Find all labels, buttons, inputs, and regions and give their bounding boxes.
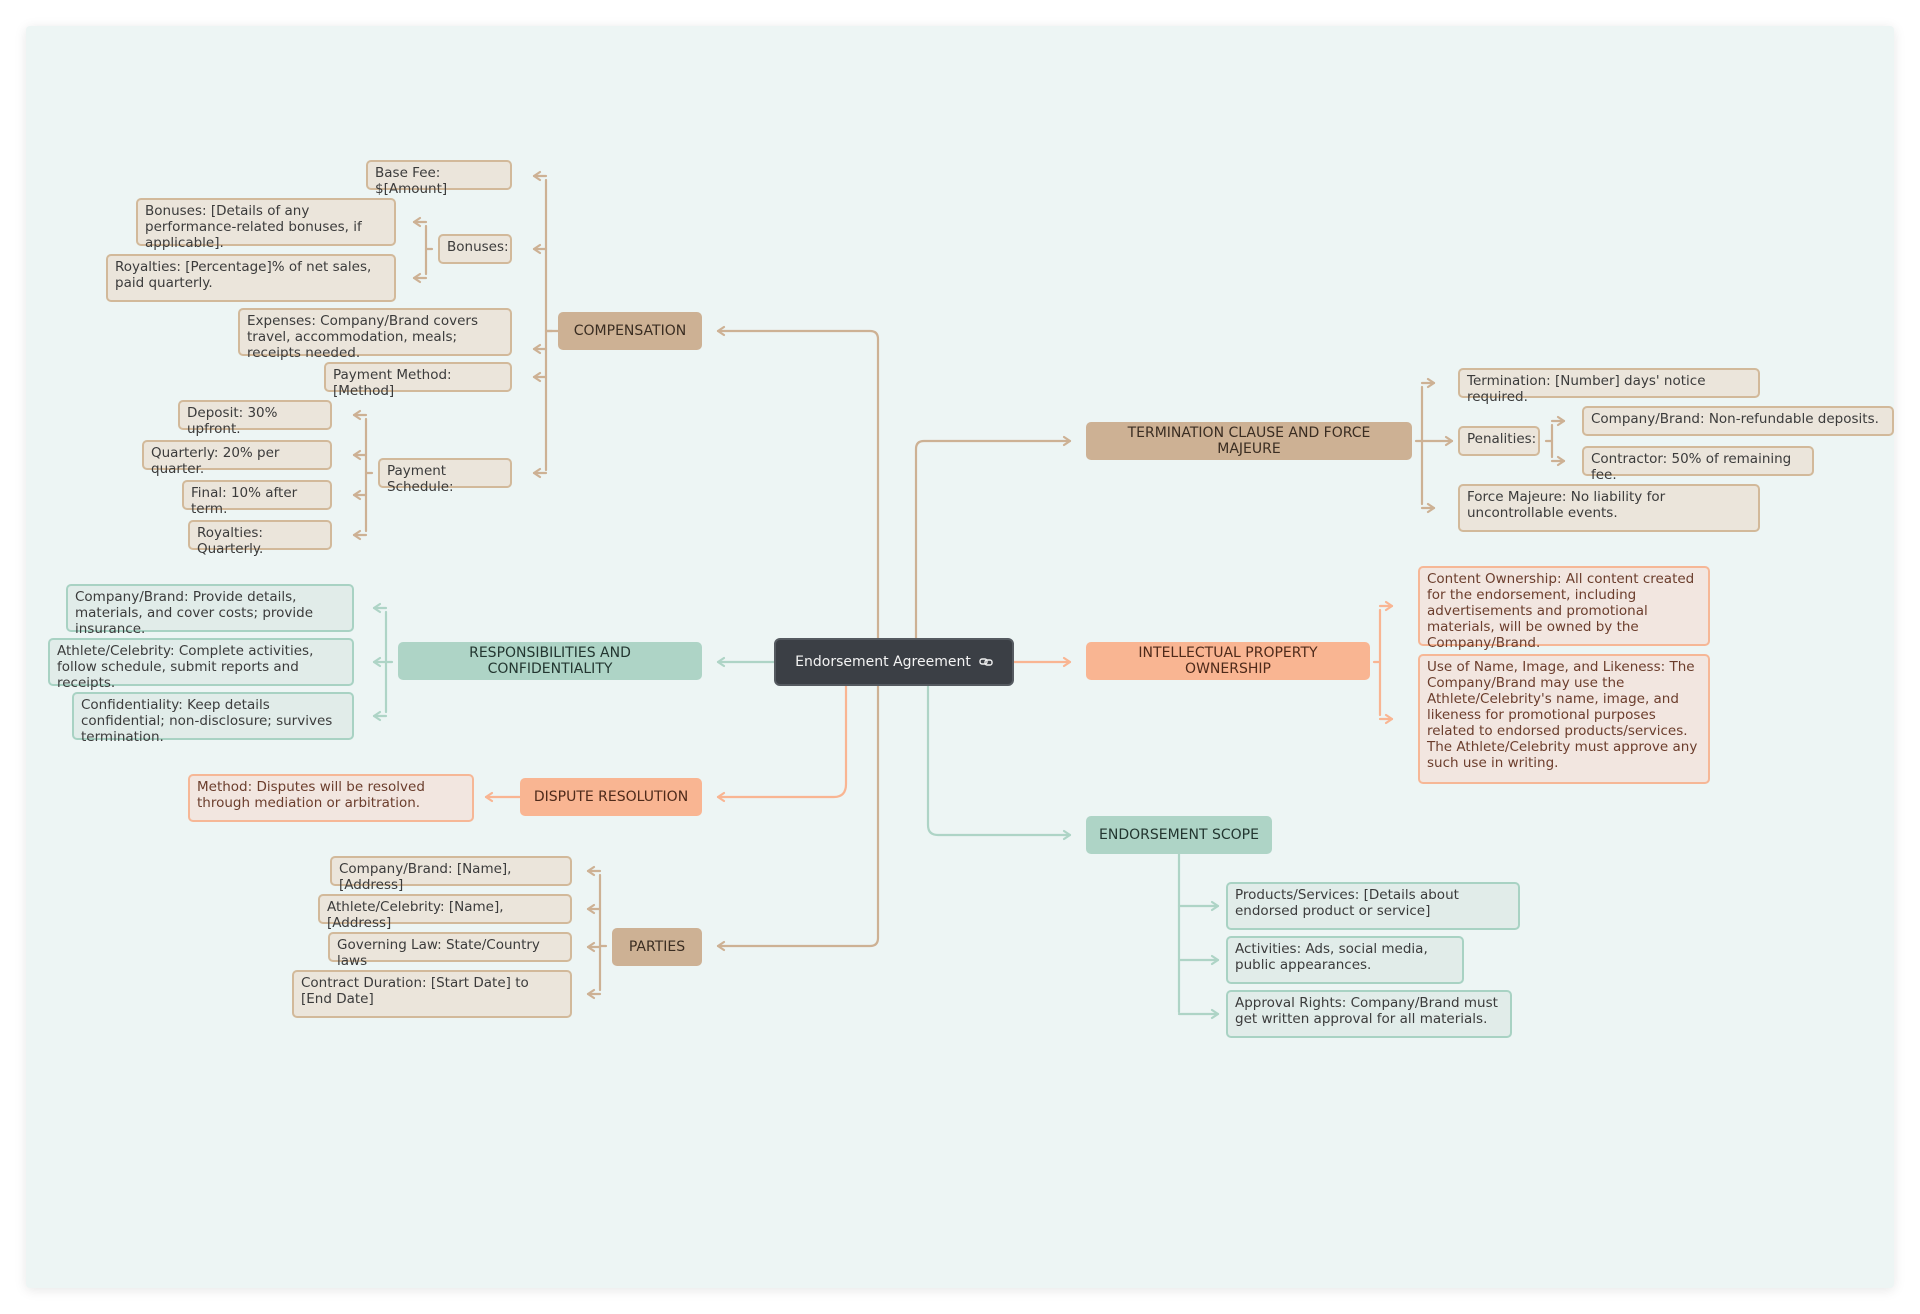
arrow-head [1444,435,1454,447]
arrow-head [1062,829,1072,841]
link-icon[interactable] [979,655,993,669]
arrow-head [1062,435,1072,447]
link-compensation [716,329,880,640]
arrow-head [412,216,422,228]
arrow-head [352,409,362,421]
leaf-resp-confidentiality[interactable]: Confidentiality: Keep details confidenti… [72,692,354,745]
arrow-head [352,449,362,461]
leaf-content-ownership[interactable]: Content Ownership: All content created f… [1418,566,1710,651]
arrow-head [716,325,726,337]
leaf-termination-notice[interactable]: Termination: [Number] days' notice requi… [1458,368,1760,405]
leaf-penalty-contractor[interactable]: Contractor: 50% of remaining fee. [1582,446,1814,483]
leaf-final[interactable]: Final: 10% after term. [182,480,332,517]
leaf-parties-duration[interactable]: Contract Duration: [Start Date] to [End … [292,970,572,1018]
branch-termination-label: TERMINATION CLAUSE AND FORCE MAJEURE [1127,425,1371,457]
leaf-expenses[interactable]: Expenses: Company/Brand covers travel, a… [238,308,512,361]
branch-dispute-resolution[interactable]: DISPUTE RESOLUTION [520,778,702,816]
arrow-head [1062,656,1072,668]
arrow-head [1210,1008,1220,1020]
node-bonuses[interactable]: Bonuses: [438,234,512,264]
connector-lines [352,170,1566,1020]
leaf-penalty-company[interactable]: Company/Brand: Non-refundable deposits. [1582,406,1894,436]
arrow-head [372,602,382,614]
arrow-head [716,940,726,952]
arrow-head [1384,713,1394,725]
arrow-head [1556,415,1566,427]
branch-scope-label: ENDORSEMENT SCOPE [1099,827,1259,843]
arrow-head [1384,600,1394,612]
branch-responsibilities-label: RESPONSIBILITIES AND CONFIDENTIALITY [469,645,631,677]
leaf-resp-company[interactable]: Company/Brand: Provide details, material… [66,584,354,637]
arrow-head [372,710,382,722]
arrow-head [1426,502,1436,514]
leaf-parties-athlete[interactable]: Athlete/Celebrity: [Name], [Address] [318,894,572,931]
arrow-head [352,529,362,541]
arrow-head [586,941,596,953]
node-payment-schedule[interactable]: Payment Schedule: [378,458,512,495]
branch-compensation-label: COMPENSATION [573,323,687,339]
arrow-head [484,791,494,803]
leaf-royalties-quarterly[interactable]: Royalties: Quarterly. [188,520,332,557]
branch-ip-label: INTELLECTUAL PROPERTY OWNERSHIP [1138,645,1318,677]
arrow-head [352,489,362,501]
leaf-scope-activities[interactable]: Activities: Ads, social media, public ap… [1226,936,1464,984]
leaf-parties-law[interactable]: Governing Law: State/Country laws [328,932,572,969]
arrow-head [532,371,542,383]
arrow-head [412,272,422,284]
arrow-head [372,656,382,668]
branch-intellectual-property[interactable]: INTELLECTUAL PROPERTY OWNERSHIP [1086,642,1370,680]
node-penalties[interactable]: Penalities: [1458,426,1540,456]
leaf-bonuses-detail[interactable]: Bonuses: [Details of any performance-rel… [136,198,396,251]
leaf-quarterly[interactable]: Quarterly: 20% per quarter. [142,440,332,477]
leaf-parties-company[interactable]: Company/Brand: [Name], [Address] [330,856,572,893]
branch-dispute-label: DISPUTE RESOLUTION [533,789,689,805]
branch-parties[interactable]: PARTIES [612,928,702,966]
branch-responsibilities[interactable]: RESPONSIBILITIES AND CONFIDENTIALITY [398,642,702,680]
branch-parties-label: PARTIES [628,939,686,955]
leaf-name-likeness[interactable]: Use of Name, Image, and Likeness: The Co… [1418,654,1710,784]
leaf-deposit[interactable]: Deposit: 30% upfront. [178,400,332,437]
arrow-head [532,467,542,479]
leaf-resp-athlete[interactable]: Athlete/Celebrity: Complete activities, … [48,638,354,691]
leaf-dispute-method[interactable]: Method: Disputes will be resolved throug… [188,774,474,822]
link-parties [716,684,880,948]
arrow-head [586,903,596,915]
link-termination [914,439,1072,640]
arrow-head [586,988,596,1000]
root-topic[interactable]: Endorsement Agreement [774,638,1014,686]
link-dispute [716,684,848,799]
arrow-head [1426,377,1436,389]
root-label: Endorsement Agreement [795,654,971,670]
leaf-payment-method[interactable]: Payment Method: [Method] [324,362,512,399]
arrow-head [586,865,596,877]
branch-termination[interactable]: TERMINATION CLAUSE AND FORCE MAJEURE [1086,422,1412,460]
mind-map-canvas: Endorsement Agreement COMPENSATION Base … [26,26,1894,1288]
arrow-head [716,656,726,668]
link-scope [926,684,1072,837]
branch-endorsement-scope[interactable]: ENDORSEMENT SCOPE [1086,816,1272,854]
leaf-base-fee[interactable]: Base Fee: $[Amount] [366,160,512,197]
leaf-scope-products[interactable]: Products/Services: [Details about endors… [1226,882,1520,930]
arrow-head [1210,954,1220,966]
leaf-scope-approval[interactable]: Approval Rights: Company/Brand must get … [1226,990,1512,1038]
leaf-royalties-detail[interactable]: Royalties: [Percentage]% of net sales, p… [106,254,396,302]
arrow-head [1556,455,1566,467]
arrow-head [716,791,726,803]
leaf-force-majeure[interactable]: Force Majeure: No liability for uncontro… [1458,484,1760,532]
arrow-head [532,243,542,255]
arrow-head [1210,900,1220,912]
branch-compensation[interactable]: COMPENSATION [558,312,702,350]
arrow-head [532,343,542,355]
arrow-head [532,170,542,182]
